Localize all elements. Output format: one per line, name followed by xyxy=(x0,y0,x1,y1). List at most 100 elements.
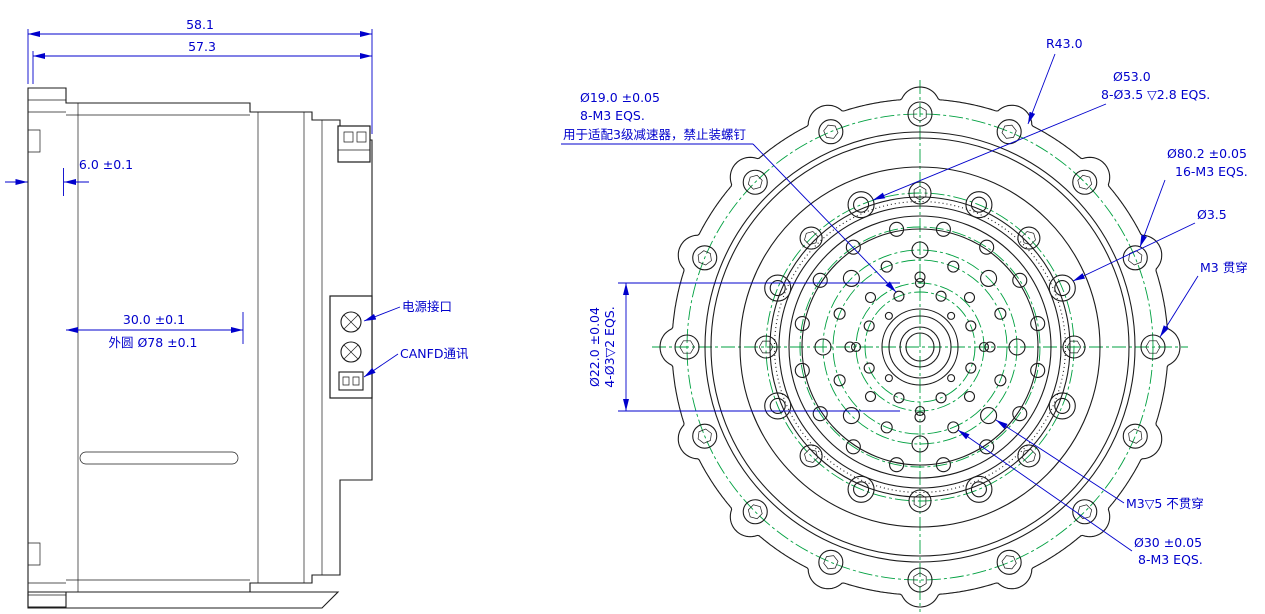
hex-screw xyxy=(692,245,718,271)
dim-bc19-dia: Ø19.0 ±0.05 xyxy=(580,90,660,105)
m3-blind-hole xyxy=(980,407,998,425)
bolt-hole xyxy=(864,390,877,403)
bc30-m3-hole xyxy=(994,307,1007,320)
hex-screw xyxy=(1017,226,1041,250)
hex-screw xyxy=(907,101,933,127)
m3-blind-hole xyxy=(842,407,860,425)
counterbore-hole-inner xyxy=(1054,397,1071,414)
power-connector-2 xyxy=(340,341,362,363)
top-module-detail xyxy=(338,131,370,151)
hex-socket-icon xyxy=(804,448,819,463)
hex-screw xyxy=(799,226,823,250)
bc30-m3-hole xyxy=(880,260,893,273)
bolt-circle xyxy=(864,291,976,403)
counterbore-hole xyxy=(965,191,993,219)
dim-cb-spec: 8-Ø3.5 ▽2.8 EQS. xyxy=(1101,87,1210,102)
dim-outer-dia: 外圆 Ø78 ±0.1 xyxy=(108,335,197,350)
hex-socket-icon xyxy=(1077,174,1093,190)
dim-width-total: 58.1 xyxy=(186,17,214,32)
leader-counterbore xyxy=(872,103,1107,201)
bc19-m3-hole xyxy=(965,362,977,374)
hex-screw xyxy=(818,549,844,575)
hex-socket-icon xyxy=(1128,428,1143,444)
counterbore-hole xyxy=(764,274,792,302)
bolt-circle xyxy=(832,259,1008,435)
bolt-circle xyxy=(822,249,1018,445)
dim-bc22-spec: 4-Ø3▽2 EQS. xyxy=(602,306,617,387)
bolt-hole xyxy=(794,316,810,332)
ring-circle xyxy=(899,326,941,368)
counterbore-hole xyxy=(965,475,993,503)
leader-hole-dia xyxy=(1072,222,1196,282)
hex-socket-icon xyxy=(1066,340,1082,354)
hex-screw xyxy=(692,423,718,449)
hex-screw xyxy=(907,567,933,593)
bc22-extension-lines xyxy=(618,282,900,412)
bc22-hole xyxy=(914,277,926,289)
ring-circle xyxy=(704,131,1136,563)
flange-outline xyxy=(659,86,1181,608)
m3-blind-hole xyxy=(911,241,929,259)
label-power-port: 电源接口 xyxy=(402,299,452,314)
cap-notches xyxy=(28,129,41,566)
hub-pin-hole xyxy=(884,374,893,383)
counterbore-hole xyxy=(847,191,875,219)
connector-block xyxy=(329,295,373,399)
hub-pin-hole xyxy=(884,311,893,320)
power-connector-cross-icon xyxy=(343,314,359,330)
bc19-m3-hole xyxy=(935,392,947,404)
hex-socket-icon xyxy=(747,504,763,520)
bolt-hole xyxy=(1012,272,1028,288)
bolt-hole xyxy=(845,439,861,455)
hex-screw xyxy=(996,549,1022,575)
hex-socket-icon xyxy=(697,250,712,266)
ring-circle xyxy=(769,196,1071,498)
m3-blind-hole xyxy=(1008,338,1026,356)
counterbore-hole-inner xyxy=(769,280,786,297)
hex-screw xyxy=(1072,499,1098,525)
bc30-m3-hole xyxy=(833,307,846,320)
bolt-hole xyxy=(935,221,951,237)
bolt-hole xyxy=(984,341,996,353)
front-view xyxy=(652,80,1188,612)
bolt-circle xyxy=(686,113,1154,581)
bc19-m3-hole xyxy=(935,290,947,302)
leader-radius-outer xyxy=(1027,53,1056,125)
ring-circle xyxy=(788,215,1052,479)
dim-m3-blind: M3▽5 不贯穿 xyxy=(1126,496,1204,511)
bolt-hole xyxy=(1030,316,1046,332)
hex-screw xyxy=(908,181,932,205)
hex-screw xyxy=(754,335,778,359)
counterbore-hole-inner xyxy=(853,196,870,213)
hex-socket-icon xyxy=(1145,340,1161,354)
dim-bc22-dia: Ø22.0 ±0.04 xyxy=(587,307,602,387)
bc30-m3-hole xyxy=(947,421,960,434)
counterbore-hole-inner xyxy=(1054,280,1071,297)
bolt-hole xyxy=(914,411,926,423)
bc22-hole xyxy=(850,341,862,353)
bolt-hole xyxy=(812,406,828,422)
bc19-m3-hole xyxy=(893,392,905,404)
hex-screw xyxy=(818,119,844,145)
top-module xyxy=(337,125,371,163)
ring-circle xyxy=(801,228,1039,466)
bolt-hole xyxy=(845,239,861,255)
dim-bc19-spec: 8-M3 EQS. xyxy=(580,108,645,123)
bc22-hole xyxy=(978,341,990,353)
body-slot xyxy=(79,451,239,465)
dim-bc80-spec: 16-M3 EQS. xyxy=(1175,164,1248,179)
hub-pin-hole xyxy=(947,311,956,320)
ring-circle xyxy=(888,315,952,379)
ring-circle xyxy=(739,166,1101,528)
hex-socket-icon xyxy=(758,340,774,354)
dim-bc30-spec: 8-M3 EQS. xyxy=(1138,552,1203,567)
bc19-m3-hole xyxy=(965,320,977,332)
hex-screw xyxy=(799,444,823,468)
canfd-connector xyxy=(338,371,364,391)
dim-m3-through: M3 贯穿 xyxy=(1200,260,1248,275)
bc19-m3-hole xyxy=(893,290,905,302)
hex-screw xyxy=(674,334,700,360)
dim-hole-dia: Ø3.5 xyxy=(1197,207,1227,222)
counterbore-hole xyxy=(847,475,875,503)
